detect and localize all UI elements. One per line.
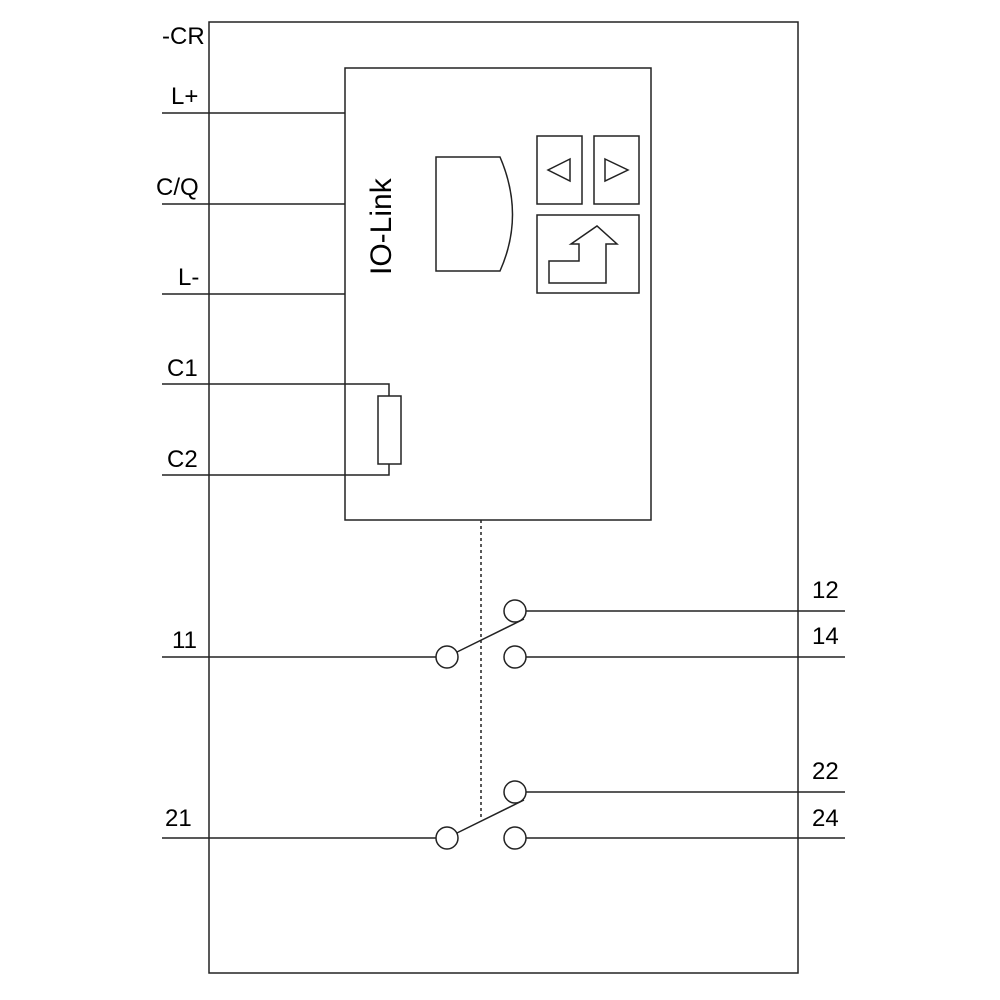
terminal-label-22: 22: [812, 758, 839, 785]
terminal-label-21: 21: [165, 805, 192, 832]
terminal-label-c1: C1: [167, 355, 198, 382]
terminal-label-14: 14: [812, 623, 839, 650]
resistor-icon: [377, 395, 402, 465]
device-designation: -CR: [162, 23, 205, 50]
terminal-label-l-minus: L-: [178, 264, 199, 291]
changeover-contact-icon: [162, 780, 845, 850]
wire-c2: [162, 464, 390, 476]
arrow-left-button-icon: [536, 135, 583, 205]
wire-c1: [162, 383, 390, 396]
terminal-label-24: 24: [812, 805, 839, 832]
changeover-contact-icon: [162, 599, 845, 669]
display-icon: [435, 156, 514, 272]
terminal-label-11: 11: [172, 627, 197, 654]
terminal-label-c-q: C/Q: [156, 174, 199, 201]
io-link-label: IO-Link: [365, 177, 398, 275]
arrow-right-button-icon: [593, 135, 640, 205]
terminal-label-l-plus: L+: [171, 83, 198, 110]
terminal-label-12: 12: [812, 577, 839, 604]
enter-return-icon: [536, 214, 640, 294]
terminal-label-c2: C2: [167, 446, 198, 473]
